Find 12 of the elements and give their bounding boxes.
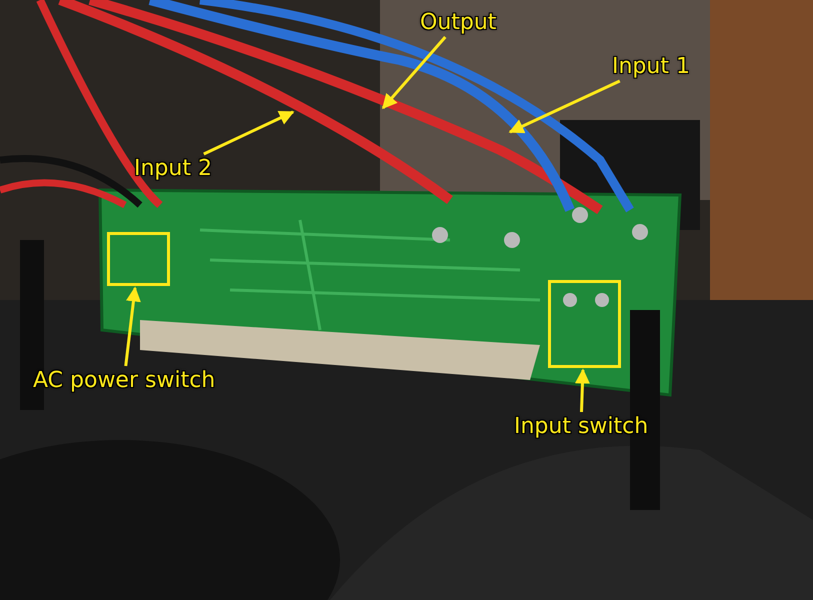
highlight-frame	[548, 280, 621, 368]
leader-arrow	[508, 80, 620, 134]
callout-label: Input switch	[514, 414, 648, 439]
callout-label: AC power switch	[33, 368, 216, 393]
leader-arrow	[382, 36, 446, 110]
callout-label: Output	[420, 10, 496, 35]
callout-label: Input 1	[612, 54, 690, 79]
leader-arrow	[574, 368, 590, 412]
leader-arrow	[203, 110, 294, 156]
callout-label: Input 2	[134, 156, 212, 181]
leader-arrow	[124, 286, 141, 366]
highlight-frame	[107, 232, 170, 286]
